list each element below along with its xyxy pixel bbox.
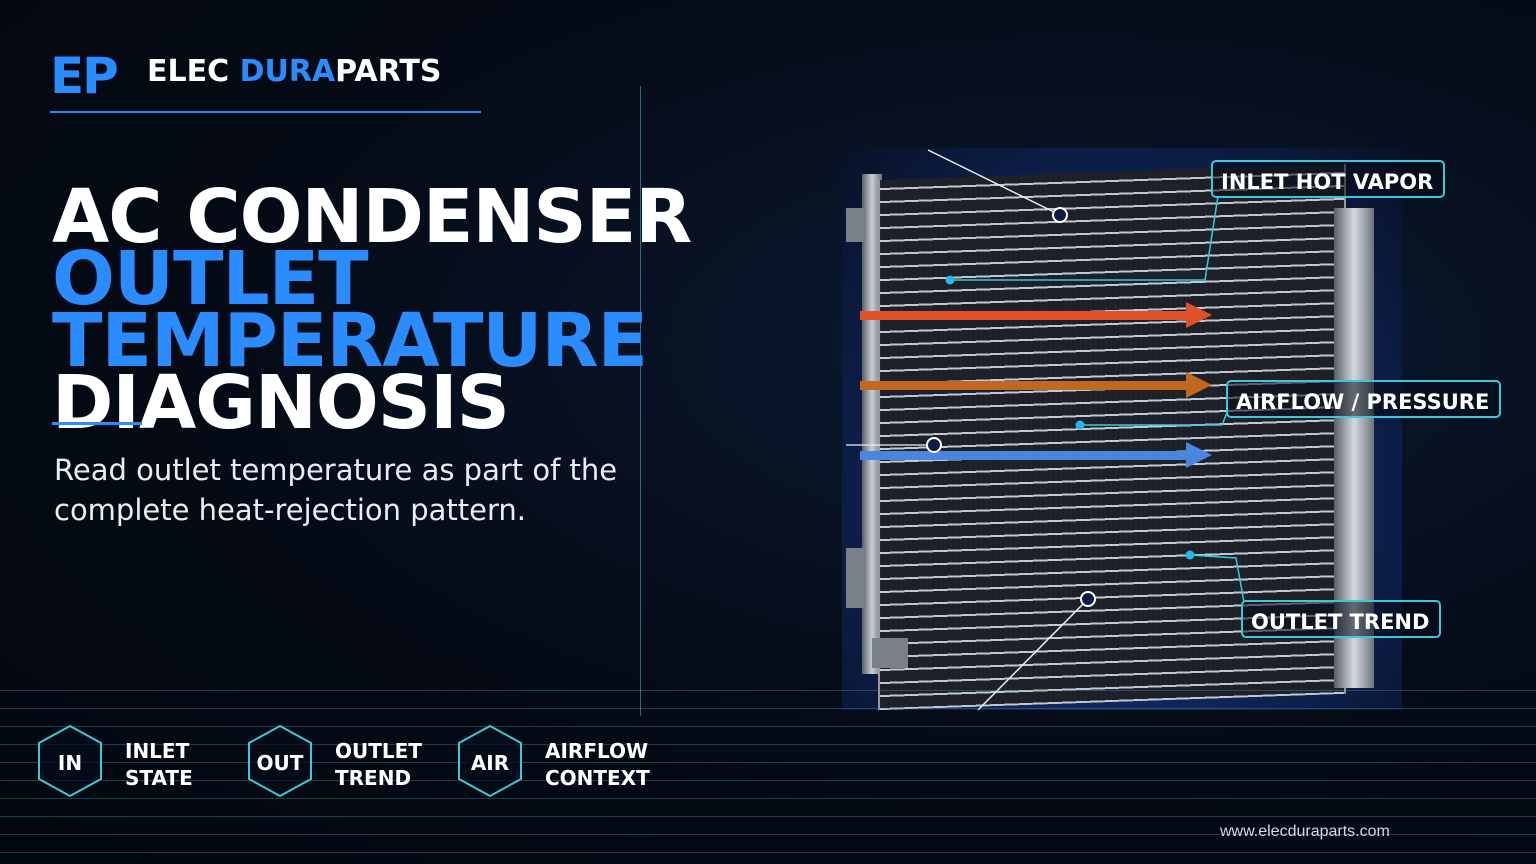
callout-airflow-pressure: AIRFLOW / PRESSURE [1226,380,1502,418]
mounting-bracket [872,638,908,668]
badge-code: IN [57,751,83,775]
badge-label: OUTLET TREND [335,738,422,792]
badge-label-line: STATE [125,766,193,790]
badge-inlet-state: IN INLET STATE [37,724,337,798]
title-accent-underline [52,422,142,425]
title-line-4: DIAGNOSIS [52,360,510,446]
badge-label-line: AIRFLOW [545,739,649,763]
badge-label: INLET STATE [125,738,193,792]
subtitle: Read outlet temperature as part of the c… [54,453,618,527]
badge-outlet-trend: OUT OUTLET TREND [247,724,547,798]
brand-mark: EP [50,47,119,105]
brand-name-elec: ELEC [147,54,230,89]
callout-outlet-trend: OUTLET TREND [1241,600,1442,638]
badge-label-line: CONTEXT [545,766,650,790]
badge-code: OUT [256,751,304,775]
badge-code: AIR [470,751,510,775]
vertical-divider [640,86,641,716]
hexagon-icon [248,724,312,798]
badge-label-line: TREND [335,766,412,790]
callout-inlet-hot-vapor: INLET HOT VAPOR [1211,160,1446,198]
page-title: AC CONDENSER OUTLET TEMPERATURE DIAGNOSI… [52,174,692,446]
condenser-left-tank [862,174,882,674]
brand-name-parts: PARTS [335,54,442,89]
title-line-2: OUTLET [52,236,369,322]
mounting-bracket [846,548,866,608]
hexagon-icon [38,724,102,798]
badge-airflow-context: AIR AIRFLOW CONTEXT [457,724,757,798]
website-url[interactable]: www.elecduraparts.com [1220,823,1390,840]
title-line-3: TEMPERATURE [52,298,648,384]
brand-name: ELEC DURAPARTS [147,56,441,88]
brand-name-dura: DURA [239,54,336,89]
badge-label-line: OUTLET [335,739,422,763]
logo-underline [50,111,481,113]
badge-label-line: INLET [125,739,190,763]
mounting-bracket [846,208,866,242]
hexagon-icon [458,724,522,798]
title-line-1: AC CONDENSER [52,174,692,260]
badge-label: AIRFLOW CONTEXT [545,738,650,792]
